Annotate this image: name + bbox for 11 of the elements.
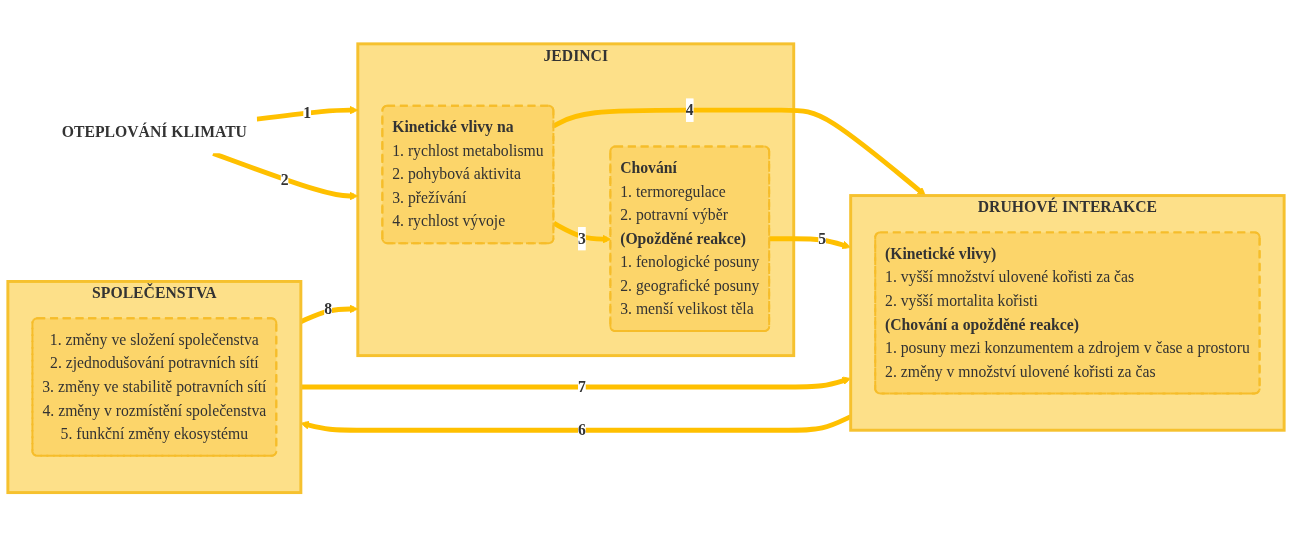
edge-label: 6 [577,421,586,439]
node-text: OTEPLOVÁNÍ KLIMATU [61,123,247,140]
edge-label: 5 [818,230,827,247]
arrow [212,151,359,201]
edge-label: 8 [324,300,333,318]
edge-label: 7 [577,378,586,396]
edge-label: 2 [280,171,289,188]
edge-label: 3 [577,230,586,247]
arrow [256,106,359,122]
edge-label: 4 [685,101,694,119]
edge-label: 1 [303,104,312,121]
